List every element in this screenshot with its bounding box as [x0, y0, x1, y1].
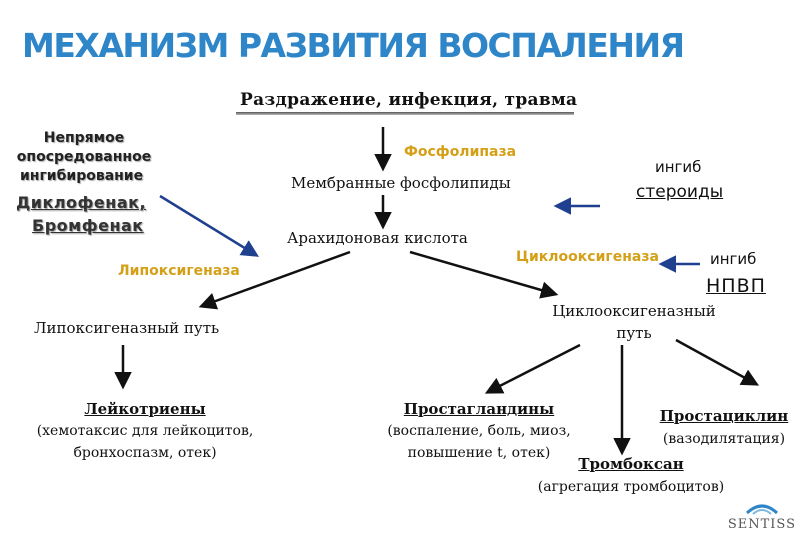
- thromboxane-name: Тромбоксан: [578, 455, 684, 473]
- cox-path-line-2: путь: [616, 324, 652, 342]
- enzyme-phospholipase: Фосфолипаза: [404, 144, 517, 160]
- inhibitor-arrow-diclofenac: [159, 194, 259, 257]
- node-membrane-phospholipids: Мембранные фосфолипиды: [291, 174, 511, 192]
- leukotrienes-effect-2: бронхоспазм, отек): [73, 445, 217, 461]
- steroids-ingib-label: ингиб: [655, 158, 702, 176]
- arrow-cox-to-prostaglandins: [484, 343, 581, 394]
- indirect-line-3: ингибирование: [20, 168, 144, 184]
- indirect-line-1: Непрямое: [43, 130, 125, 146]
- product-prostaglandins: Простагландины (воспаление, боль, миоз, …: [354, 398, 604, 464]
- sentiss-logo-text: SENTISS: [727, 517, 796, 532]
- trigger-underline: [236, 112, 574, 115]
- product-leukotrienes: Лейкотриены (хемотаксис для лейкоцитов, …: [10, 398, 280, 464]
- nsaid-label: НПВП: [706, 275, 766, 297]
- nsaid-ingib-label: ингиб: [710, 250, 757, 268]
- prostaglandins-effect-2: повышение t, отек): [407, 445, 551, 461]
- sentiss-logo-mark: [745, 504, 778, 515]
- thromboxane-effect: (агрегация тромбоцитов): [537, 479, 725, 495]
- prostaglandins-effect-1: (воспаление, боль, миоз,: [387, 423, 571, 439]
- node-cyclooxygenase-path: Циклооксигеназный путь: [536, 300, 732, 344]
- arrow-arachidonic-to-lox: [198, 250, 351, 310]
- cox-path-line-1: Циклооксигеназный: [552, 302, 716, 320]
- trigger-label: Раздражение, инфекция, травма: [240, 90, 578, 110]
- arrow-cox-to-prostacyclin: [675, 338, 760, 386]
- node-lipoxygenase-path: Липоксигеназный путь: [34, 319, 220, 337]
- steroids-label: стероиды: [636, 182, 724, 202]
- indirect-inhibition-note: Непрямое опосредованное ингибирование: [14, 129, 154, 186]
- prostacyclin-effect: (вазодилятация): [662, 431, 786, 447]
- product-prostacyclin: Простациклин (вазодилятация): [646, 405, 802, 451]
- slide-title: МЕХАНИЗМ РАЗВИТИЯ ВОСПАЛЕНИЯ: [22, 26, 685, 65]
- prostaglandins-name: Простагландины: [403, 400, 555, 418]
- indirect-line-2: опосредованное: [16, 149, 152, 165]
- arrow-arachidonic-to-cox: [409, 250, 559, 299]
- node-arachidonic-acid: Арахидоновая кислота: [287, 229, 468, 247]
- sentiss-logo: SENTISS: [728, 501, 796, 532]
- leukotrienes-name: Лейкотриены: [84, 400, 206, 418]
- drug-bromfenac: Бромфенак: [32, 216, 144, 235]
- drug-diclofenac: Диклофенак,: [16, 193, 147, 212]
- leukotrienes-effect-1: (хемотаксис для лейкоцитов,: [36, 423, 254, 439]
- enzyme-lipoxygenase: Липоксигеназа: [118, 263, 240, 279]
- prostacyclin-name: Простациклин: [659, 407, 789, 425]
- enzyme-cyclooxygenase: Циклооксигеназа: [516, 249, 659, 265]
- product-thromboxane: Тромбоксан (агрегация тромбоцитов): [516, 453, 746, 499]
